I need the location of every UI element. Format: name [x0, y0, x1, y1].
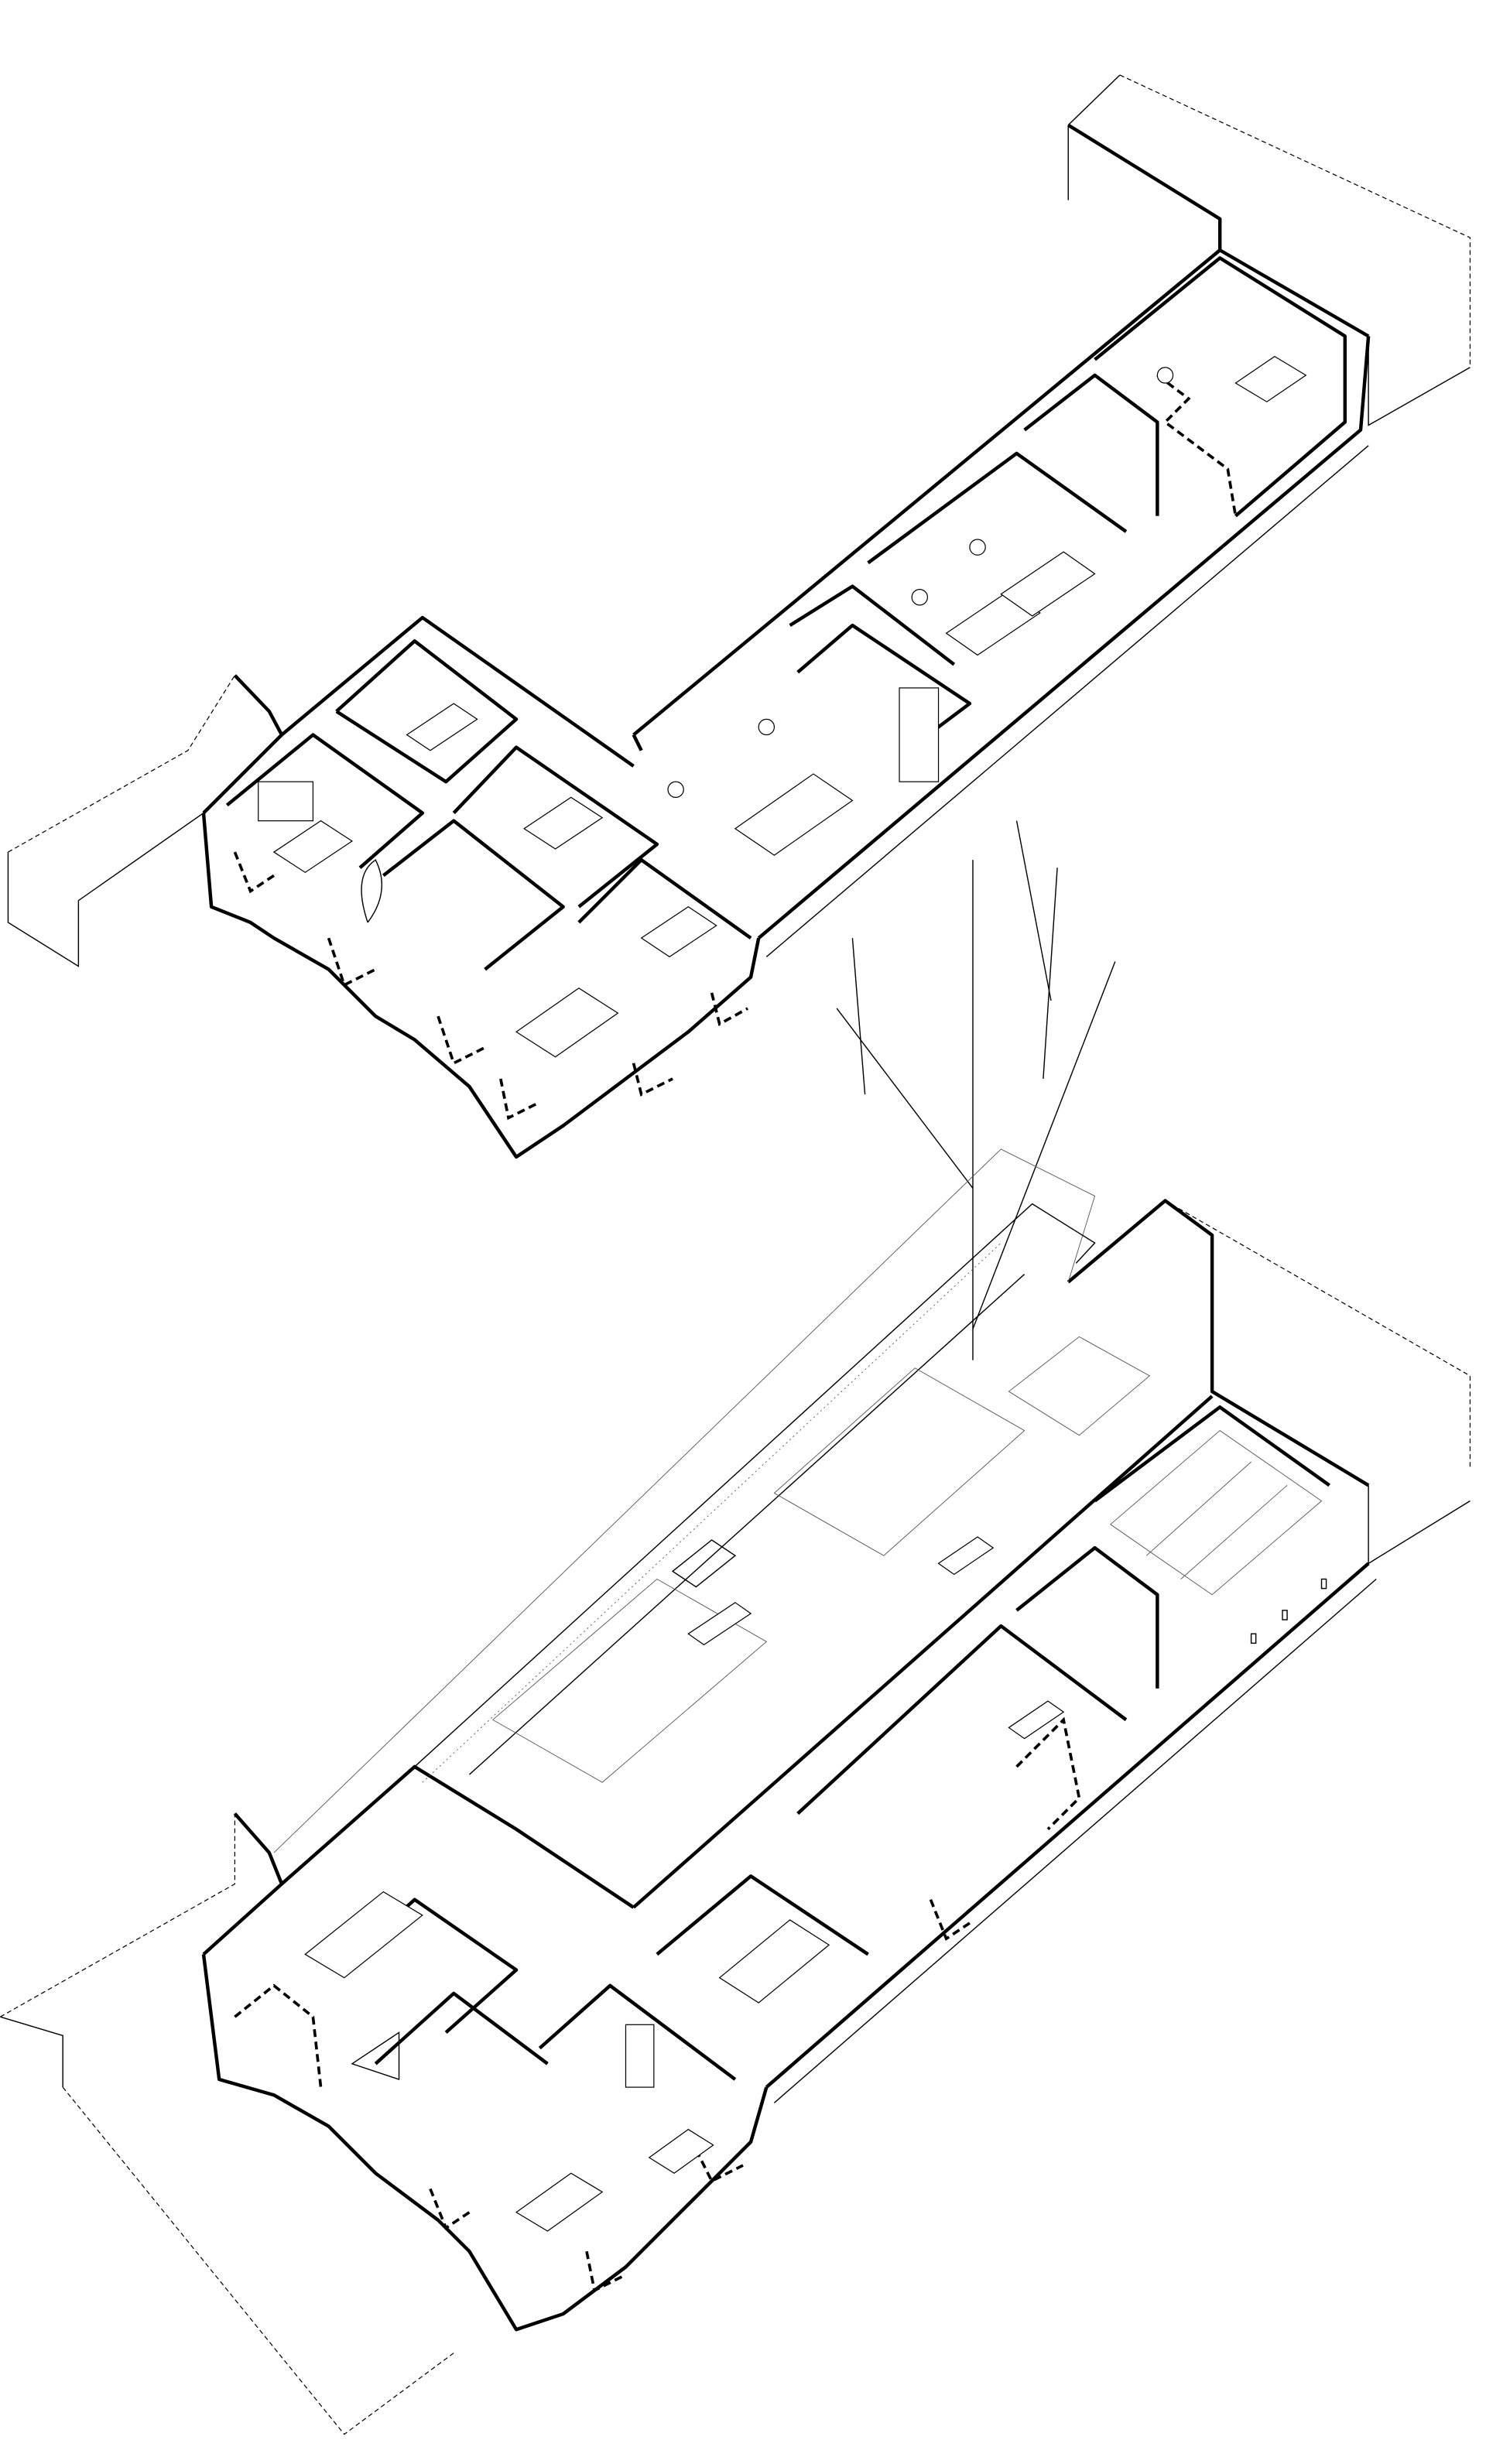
seating-rows — [304, 1891, 423, 1979]
right-neighbor-building-upper — [1067, 74, 1471, 426]
desk — [734, 773, 854, 856]
desk — [1000, 551, 1096, 617]
left-neighbor-building-upper — [7, 674, 284, 967]
upper-floor-furniture — [258, 355, 1307, 1058]
desk — [523, 796, 604, 850]
meeting-table — [718, 1919, 830, 2004]
ground-floor-plan — [0, 1148, 1471, 2435]
desk — [515, 2172, 604, 2232]
stair-hatch — [422, 1242, 1002, 1783]
plant-icon — [758, 718, 776, 736]
tree — [836, 820, 1116, 1360]
desk — [648, 2128, 714, 2174]
lawn-area — [1008, 1336, 1151, 1436]
shelving — [899, 687, 940, 782]
bench — [687, 1602, 752, 1646]
plant-icon — [1156, 367, 1174, 384]
lawn-area — [491, 1578, 768, 1783]
desk — [1234, 355, 1307, 402]
desk — [272, 820, 354, 874]
counter — [1008, 1700, 1065, 1740]
left-neighbor-building-ground — [0, 1812, 454, 2435]
window — [1320, 1578, 1327, 1590]
desk — [515, 987, 619, 1058]
plant-icon — [911, 589, 929, 606]
toilet-cubicles — [1110, 1430, 1323, 1596]
shelving — [258, 781, 314, 822]
plant-icon — [667, 781, 684, 798]
window — [1282, 1610, 1288, 1620]
ground-floor-furniture — [304, 1430, 1327, 2232]
desk — [945, 590, 1041, 656]
courtyard — [273, 1148, 1151, 1853]
spiral-stair-icon — [351, 2031, 400, 2080]
upper-floor-walls — [201, 248, 1371, 1159]
shelving — [625, 2024, 655, 2088]
upper-floor-plan — [7, 74, 1471, 1159]
ground-floor-walls — [201, 1395, 1377, 2332]
spiral-stair-icon — [361, 859, 383, 923]
lawn-area — [773, 1367, 1025, 1556]
plant-icon — [969, 539, 986, 556]
desk — [406, 703, 478, 751]
window — [1250, 1633, 1257, 1644]
desk — [640, 906, 717, 958]
bench — [937, 1536, 995, 1576]
